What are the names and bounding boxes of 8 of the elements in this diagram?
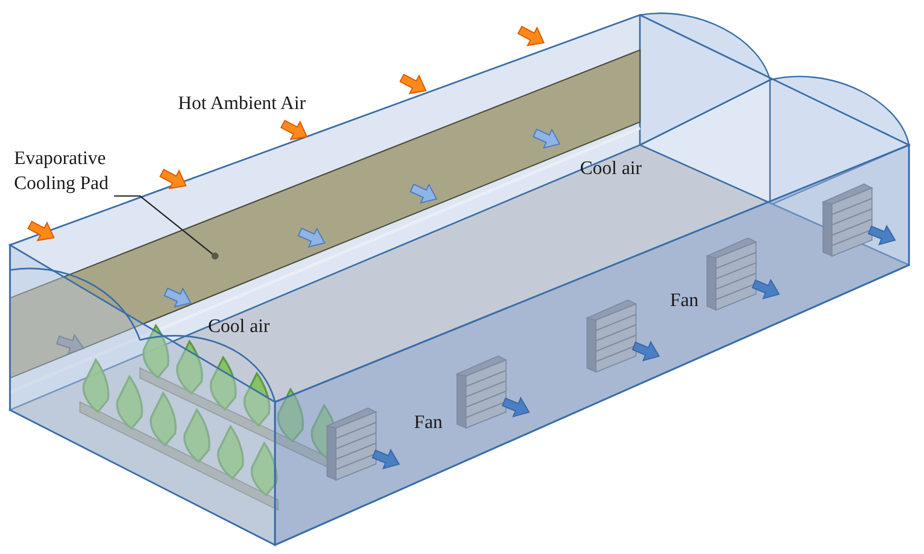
- part-label: Fan: [414, 412, 442, 434]
- leader-line: [114, 195, 218, 260]
- part-label: Fan: [670, 290, 698, 312]
- part-label: Cool air: [580, 158, 642, 180]
- callout-label: Evaporative Cooling Pad: [14, 146, 144, 196]
- cooling-pad: [9, 49, 641, 379]
- part-label: Hot Ambient Air: [178, 93, 306, 115]
- part-label: Cool air: [208, 316, 270, 338]
